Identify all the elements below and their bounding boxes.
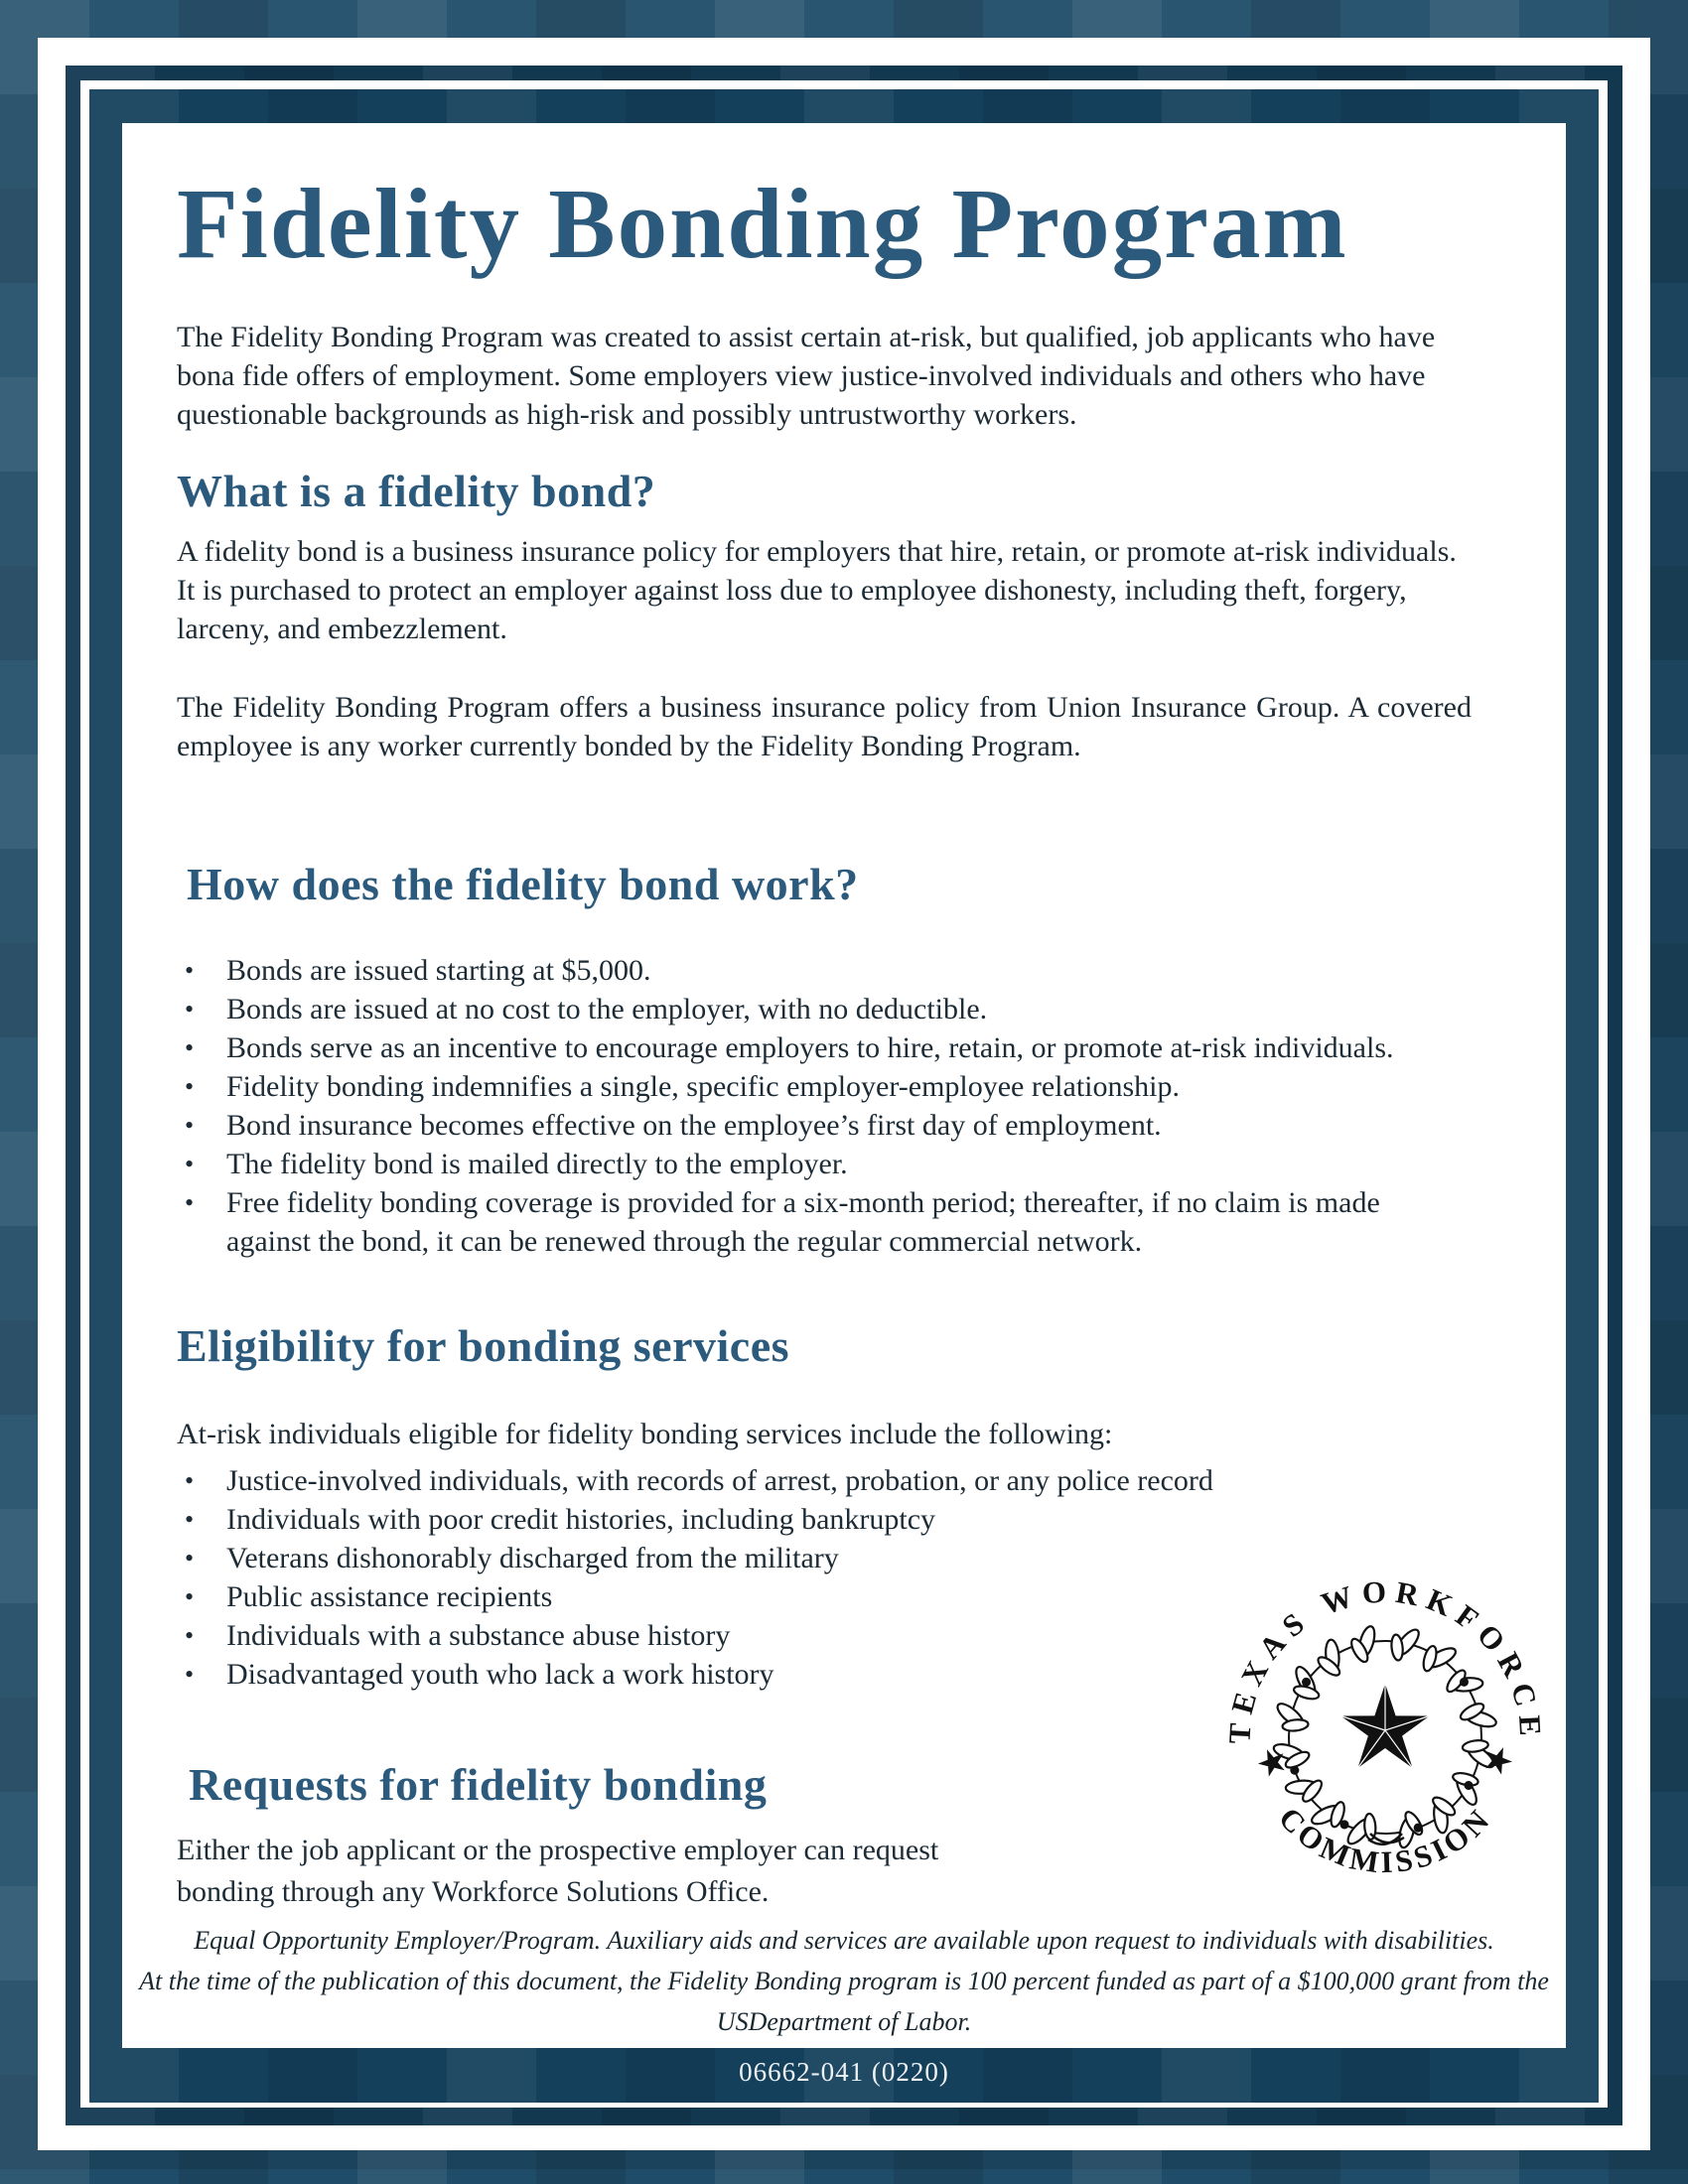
- wreath-berry: [1290, 1765, 1300, 1775]
- list-item: Bonds serve as an incentive to encourage…: [177, 1028, 1472, 1067]
- document-number: 06662-041 (0220): [739, 2057, 949, 2087]
- bullet-text: Disadvantaged youth who lack a work hist…: [226, 1658, 774, 1692]
- list-item: Individuals with a substance abuse histo…: [177, 1616, 1472, 1655]
- wreath-leaf: [1307, 1632, 1356, 1685]
- bullet-text: Bonds are issued at no cost to the emplo…: [226, 993, 988, 1026]
- footer-disclaimer: Equal Opportunity Employer/Program. Auxi…: [122, 1920, 1566, 2042]
- footer-line-1: Equal Opportunity Employer/Program. Auxi…: [194, 1926, 1494, 1955]
- section-heading-what-is-a-fidelity-bond: What is a fidelity bond?: [177, 466, 656, 517]
- bullet-text: Fidelity bonding indemnifies a single, s…: [226, 1070, 1180, 1104]
- bullet-text: Individuals with a substance abuse histo…: [226, 1619, 731, 1653]
- page-title: Fidelity Bonding Program: [177, 168, 1348, 279]
- wreath-ribbon: [1367, 1833, 1403, 1846]
- texas-workforce-commission-seal: ★ ★ TEXAS WORKFORCE COMMISSION: [1221, 1573, 1540, 1880]
- eligibility-intro: At-risk individuals eligible for fidelit…: [177, 1418, 1113, 1451]
- wreath-berry: [1464, 1781, 1474, 1790]
- list-item: Justice-involved individuals, with recor…: [177, 1461, 1472, 1500]
- bullet-text: Bonds serve as an incentive to encourage…: [226, 1031, 1394, 1065]
- bullet-text: Justice-involved individuals, with recor…: [226, 1464, 1213, 1498]
- wreath-leaf: [1455, 1697, 1501, 1738]
- wreath-berry: [1302, 1677, 1312, 1687]
- bullet-text: Bonds are issued starting at $5,000.: [226, 954, 651, 988]
- central-star-bevels: [1340, 1684, 1430, 1769]
- eligibility-bullet-list: Justice-involved individuals, with recor…: [177, 1461, 1472, 1694]
- list-item: Free fidelity bonding coverage is provid…: [177, 1183, 1472, 1261]
- seal-arc-bottom-label: COMMISSION: [1272, 1801, 1494, 1880]
- document-body: Fidelity Bonding Program The Fidelity Bo…: [122, 123, 1566, 2048]
- bullet-text: Veterans dishonorably discharged from th…: [226, 1542, 839, 1575]
- intro-paragraph: The Fidelity Bonding Program was created…: [177, 321, 1436, 432]
- footer-line-2: At the time of the publication of this d…: [139, 1967, 1549, 2036]
- list-item: Public assistance recipients: [177, 1577, 1472, 1616]
- list-item: Fidelity bonding indemnifies a single, s…: [177, 1067, 1472, 1106]
- bullet-text: Public assistance recipients: [226, 1580, 553, 1614]
- wreath-leaf: [1268, 1698, 1316, 1738]
- section-heading-how-does-bond-work: How does the fidelity bond work?: [187, 859, 859, 910]
- section-heading-requests: Requests for fidelity bonding: [189, 1759, 768, 1811]
- wreath-berry: [1339, 1820, 1349, 1830]
- how-bullet-list: Bonds are issued starting at $5,000. Bon…: [177, 951, 1472, 1261]
- wreath-leaf: [1384, 1620, 1425, 1668]
- wreath-leaf: [1344, 1621, 1386, 1668]
- bullet-text: The fidelity bond is mailed directly to …: [226, 1148, 848, 1181]
- wreath-berry: [1413, 1823, 1423, 1833]
- bullet-text: Free fidelity bonding coverage is provid…: [226, 1186, 1380, 1259]
- section-heading-eligibility: Eligibility for bonding services: [177, 1320, 790, 1372]
- list-item: The fidelity bond is mailed directly to …: [177, 1145, 1472, 1183]
- wreath-berry: [1459, 1677, 1469, 1687]
- bullet-text: Individuals with poor credit histories, …: [226, 1503, 936, 1537]
- list-item: Disadvantaged youth who lack a work hist…: [177, 1655, 1472, 1694]
- what-paragraph-2: The Fidelity Bonding Program offers a bu…: [177, 691, 1472, 763]
- list-item: Bonds are issued starting at $5,000.: [177, 951, 1472, 990]
- requests-paragraph: Either the job applicant or the prospect…: [177, 1834, 939, 1909]
- list-item: Bond insurance becomes effective on the …: [177, 1106, 1472, 1145]
- what-paragraph-1: A fidelity bond is a business insurance …: [177, 535, 1457, 646]
- list-item: Veterans dishonorably discharged from th…: [177, 1539, 1472, 1577]
- wreath-stem-ring: [1288, 1640, 1482, 1835]
- seal-arc-bottom-text: COMMISSION: [1272, 1801, 1498, 1880]
- bullet-text: Bond insurance becomes effective on the …: [226, 1109, 1162, 1143]
- list-item: Bonds are issued at no cost to the emplo…: [177, 990, 1472, 1028]
- list-item: Individuals with poor credit histories, …: [177, 1500, 1472, 1539]
